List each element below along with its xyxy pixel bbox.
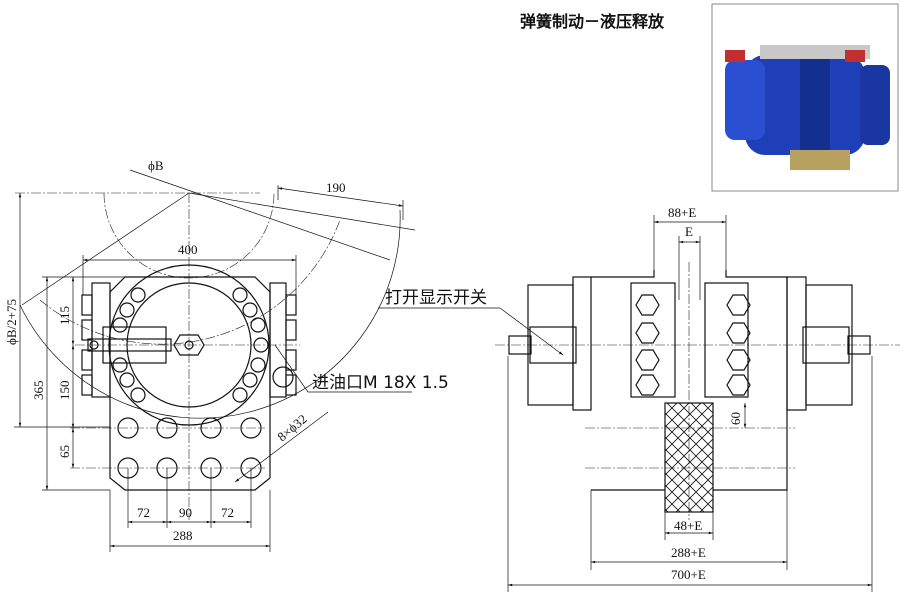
left-view: ϕB 190 400 xyxy=(4,158,449,552)
dim-115: 115 xyxy=(57,306,72,325)
product-photo xyxy=(711,3,899,192)
dim-288: 288 xyxy=(173,528,193,543)
switch-label: 打开显示开关 xyxy=(385,288,487,308)
dim-e: E xyxy=(685,224,693,239)
dim-700-e: 700+E xyxy=(671,567,706,582)
dim-72-left: 72 xyxy=(137,505,150,520)
dim-288-e: 288+E xyxy=(671,545,706,560)
dim-48-e: 48+E xyxy=(674,518,702,533)
dim-400: 400 xyxy=(178,242,198,257)
dim-72-right: 72 xyxy=(221,505,234,520)
dim-phib2-75: ϕB/2+75 xyxy=(4,299,19,345)
dim-150: 150 xyxy=(57,381,72,401)
dim-65: 65 xyxy=(57,445,72,458)
dim-88-e: 88+E xyxy=(668,205,696,220)
dim-190: 190 xyxy=(326,180,346,195)
right-view: 60 88+E E 48+E 288+E 700+E 打开显示开关 xyxy=(378,205,900,592)
oil-inlet-label: 进油口M 18X 1.5 xyxy=(312,373,449,393)
dim-365: 365 xyxy=(31,381,46,401)
dim-90: 90 xyxy=(179,505,192,520)
title: 弹簧制动－液压释放 xyxy=(520,12,665,31)
dim-60: 60 xyxy=(728,412,743,425)
phi-b-label: ϕB xyxy=(148,158,164,173)
